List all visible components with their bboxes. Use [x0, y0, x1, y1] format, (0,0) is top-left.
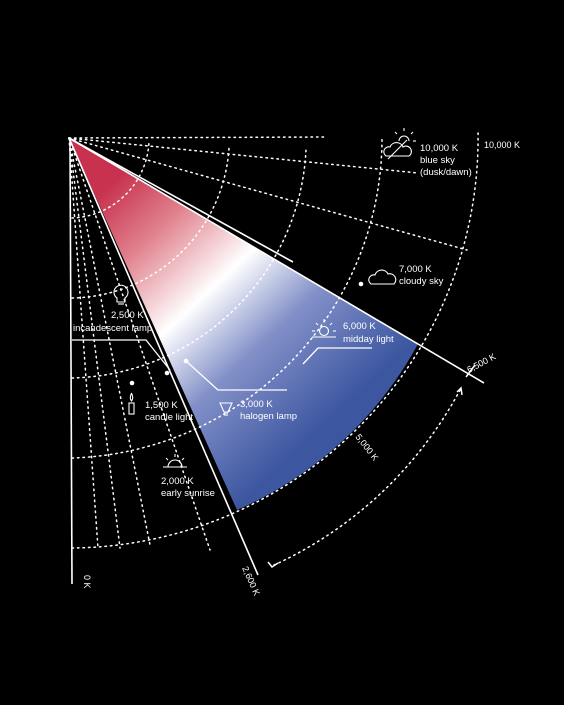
midday-light-value: 6,000 K: [343, 321, 376, 332]
cloud-sun-icon: [383, 128, 416, 160]
incandescent-label: incandescent lamp: [73, 323, 152, 334]
grid-arc: [71, 147, 230, 299]
leader-midday: [302, 347, 372, 365]
grid-ray: [68, 136, 326, 139]
halogen-value: 3,000 K: [240, 399, 273, 410]
grid-arc: [71, 149, 307, 379]
sun-icon: [312, 319, 336, 338]
ray-10000k: [68, 137, 294, 263]
sunrise-label: early sunrise: [161, 488, 215, 499]
grid-ray: [68, 137, 151, 546]
marker-dot: [358, 281, 364, 287]
blue-sky-label-2: (dusk/dawn): [420, 167, 472, 178]
halogen-label: halogen lamp: [240, 411, 297, 422]
grid-ray: [68, 137, 211, 551]
arc-5000k: [267, 386, 463, 569]
leader-halogen: [185, 360, 287, 391]
ray-6500k: [68, 137, 485, 384]
marker-dot: [164, 370, 170, 376]
blue-sky-value: 10,000 K: [420, 143, 459, 154]
candle-icon: [128, 392, 135, 415]
color-spectrum-wedge: [69, 138, 418, 510]
tick-6500k: [465, 364, 476, 378]
markers: [129, 281, 364, 386]
arrow-head: [456, 386, 463, 396]
arrow-head: [267, 561, 279, 569]
axis-label-5000k: 5,000 K: [353, 432, 380, 463]
ray-0k: [69, 137, 73, 585]
grid-arc: [71, 129, 479, 549]
cloud-icon: [368, 269, 397, 285]
marker-dot: [129, 380, 135, 386]
cloudy-sky-label: cloudy sky: [399, 276, 444, 287]
dotted-grid: [68, 129, 479, 551]
leader-lines: [72, 339, 372, 391]
grid-arc: [71, 135, 383, 459]
grid-ray: [68, 137, 419, 174]
incandescent-value: 2,500 K: [111, 310, 144, 321]
leader-incandescent: [72, 339, 171, 371]
axis-label-6500k: 6,500 K: [465, 351, 497, 374]
grid-arc: [71, 141, 150, 219]
cloudy-sky-value: 7,000 K: [399, 264, 432, 275]
candle-label: candle light: [145, 412, 193, 423]
sunrise-value: 2,000 K: [161, 476, 194, 487]
light-bulb-icon: [113, 284, 129, 305]
axis-label-2600k: 2,600 K: [240, 565, 262, 597]
midday-light-label: midday light: [343, 334, 394, 345]
ray-2600k: [68, 137, 259, 576]
candle-value: 1,500 K: [145, 400, 178, 411]
marker-dot: [183, 358, 189, 364]
axis-rays: [68, 137, 485, 585]
axis-label-0k: 0 K: [82, 575, 92, 589]
sunrise-icon: [163, 454, 187, 468]
halogen-spot-icon: [219, 402, 233, 416]
grid-ray: [68, 137, 99, 549]
axis-label-10000k: 10,000 K: [484, 140, 520, 150]
blue-sky-label: blue sky: [420, 155, 455, 166]
